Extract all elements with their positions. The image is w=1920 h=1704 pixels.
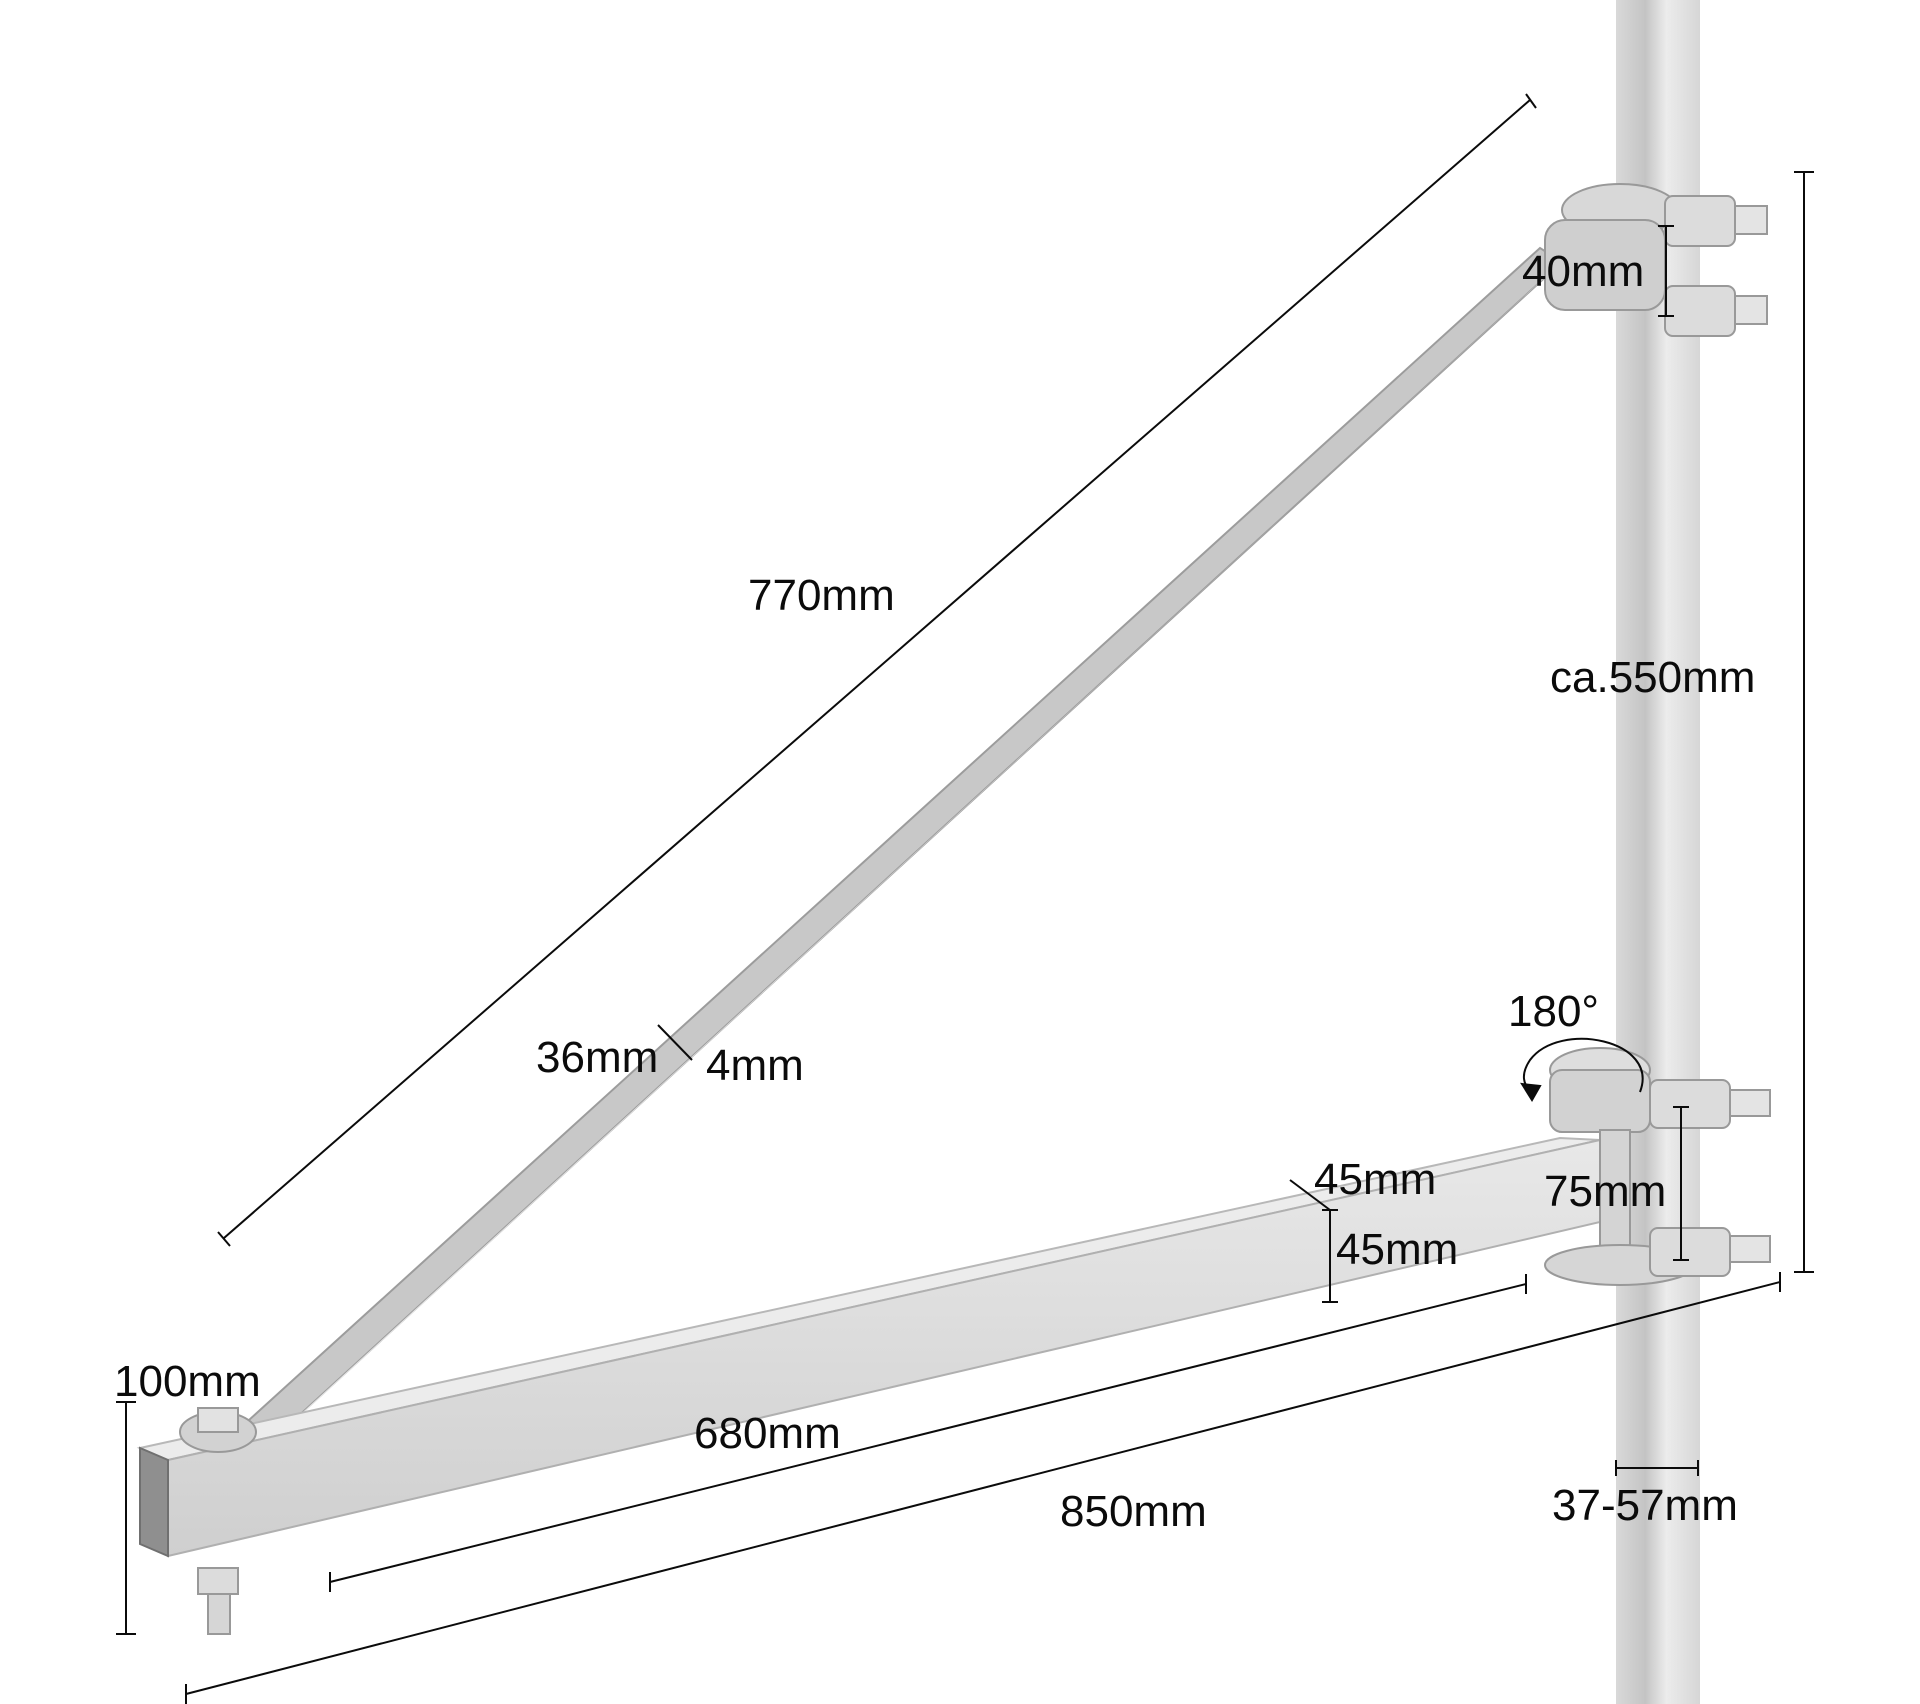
- lower-clamp-label: 75mm: [1544, 1167, 1667, 1216]
- arm-length-label: 680mm: [694, 1409, 841, 1458]
- dimension-lines: [116, 93, 1814, 1704]
- strut-width-label: 36mm: [536, 1033, 659, 1082]
- rotation-label: 180°: [1508, 987, 1600, 1036]
- end-bolt-bottom: [197, 1567, 239, 1595]
- upper-clamp: [1544, 183, 1768, 337]
- total-length-label: 850mm: [1060, 1487, 1207, 1536]
- lower-clamp: [1544, 1047, 1771, 1286]
- tube-height-label: 45mm: [1336, 1225, 1459, 1274]
- end-height-label: 100mm: [114, 1357, 261, 1406]
- pole-span-label: ca.550mm: [1550, 653, 1756, 702]
- strut-thickness-label: 4mm: [706, 1041, 804, 1090]
- strut-length-label: 770mm: [748, 571, 895, 620]
- upper-clamp-label: 40mm: [1522, 247, 1645, 296]
- tube-depth-label: 45mm: [1314, 1155, 1437, 1204]
- arm-end-cap: [139, 1446, 169, 1558]
- pole-diameter-label: 37-57mm: [1552, 1481, 1738, 1530]
